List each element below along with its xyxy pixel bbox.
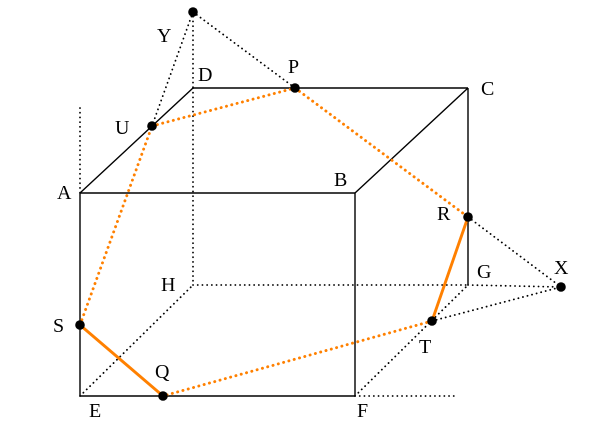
- point-label-H: H: [161, 274, 175, 296]
- point-dot-Q: [158, 391, 168, 401]
- segment-S-U: [78, 124, 154, 327]
- point-label-F: F: [357, 400, 368, 422]
- point-label-U: U: [115, 117, 130, 139]
- segment-B-C: [354, 87, 469, 194]
- segment-R-X: [467, 216, 562, 288]
- point-label-D: D: [198, 64, 212, 86]
- point-label-E: E: [89, 400, 101, 422]
- point-dot-S: [75, 320, 85, 330]
- segment-Y-U: [151, 11, 194, 127]
- point-dot-T: [427, 316, 437, 326]
- point-label-Y: Y: [157, 25, 171, 47]
- point-dot-U: [147, 121, 157, 131]
- segment-E-H: [79, 284, 194, 397]
- point-dot-Y: [188, 7, 198, 17]
- point-label-B: B: [334, 169, 347, 191]
- point-label-R: R: [437, 203, 451, 225]
- point-dot-P: [290, 83, 300, 93]
- point-dot-X: [556, 282, 566, 292]
- segment-R-T: [430, 216, 470, 322]
- point-dot-R: [463, 212, 473, 222]
- point-label-A: A: [57, 182, 72, 204]
- point-label-X: X: [554, 257, 569, 279]
- segment-F-G: [354, 284, 469, 397]
- point-label-G: G: [477, 261, 491, 283]
- segment-Q-S: [79, 323, 164, 398]
- point-label-S: S: [53, 315, 64, 337]
- point-label-P: P: [288, 56, 299, 78]
- point-label-C: C: [481, 78, 494, 100]
- segment-A-D: [79, 87, 194, 194]
- point-label-Q: Q: [155, 361, 170, 383]
- segment-T-X: [431, 286, 562, 322]
- segment-G-X: [467, 284, 562, 288]
- point-label-T: T: [419, 336, 431, 358]
